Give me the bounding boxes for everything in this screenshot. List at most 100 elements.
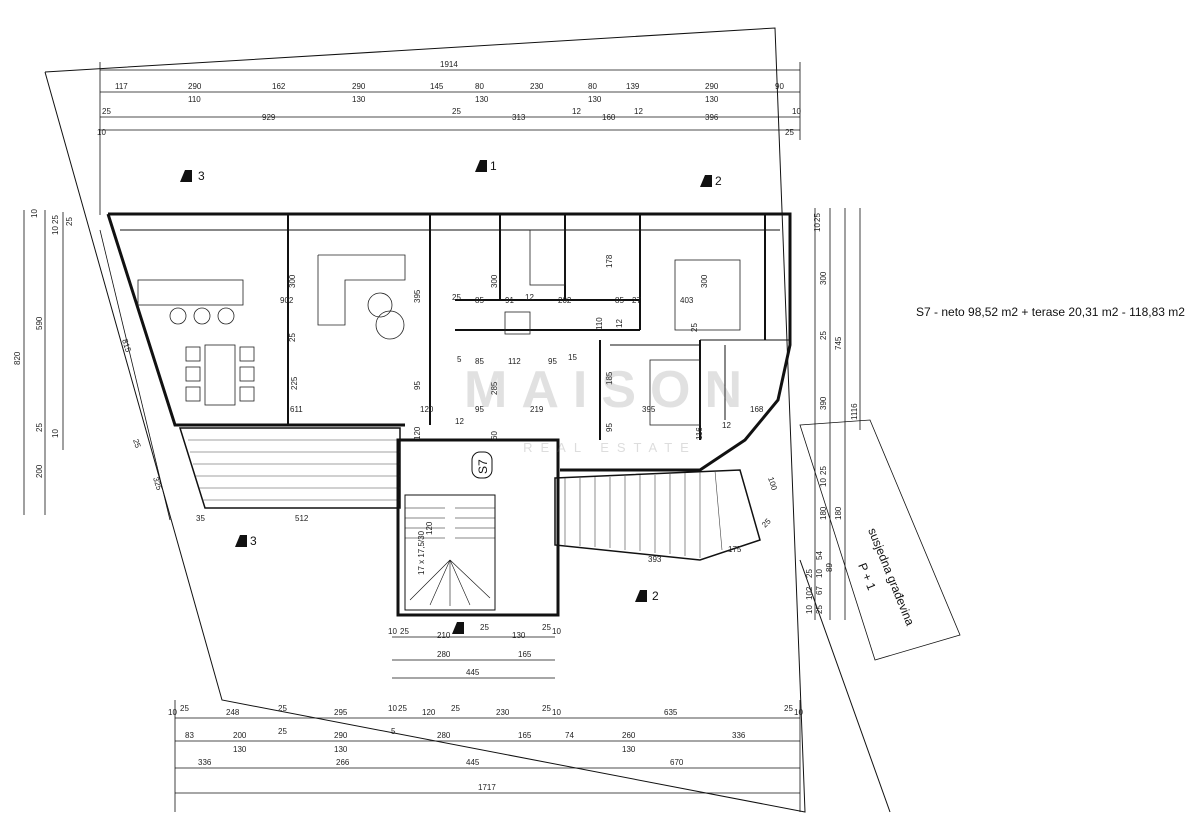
dim-label: 260 [622,731,636,740]
dim-label: 175 [728,545,742,554]
dim-label: 5 [457,355,462,364]
dim-label: 219 [530,405,544,414]
dim-label: 290 [352,82,366,91]
dim-label: 117 [115,82,128,91]
dim-label: 130 [233,745,247,754]
watermark-brand: MAISON [464,361,756,419]
dim-label: 145 [430,82,444,91]
dim-label: 165 [518,731,532,740]
dim-label: 80 [588,82,597,91]
dim-label: 202 [558,296,572,305]
dim-label: 80 [475,82,484,91]
dim-label: 10 [51,429,60,438]
dim-label: 10 [388,627,397,636]
neighbor-building-floors: P + 1 [855,561,879,593]
dim-label: 25 [815,605,824,614]
dim-label: 130 [705,95,719,104]
dim-label: 395 [413,289,422,303]
dim-label: 85 [475,357,484,366]
dim-label: 290 [705,82,719,91]
dim-top-overall: 1914 [440,60,458,69]
bottom-dimension-lines [174,636,801,812]
dim-label: 100 [766,476,779,492]
dim-label: 902 [280,296,294,305]
dim-label: 10 [805,605,814,614]
dim-label: 25 [784,704,793,713]
watermark-subtitle: REAL ESTATE [523,440,697,455]
dim-label: 390 [819,396,828,410]
dim-label: 300 [819,271,828,285]
dim-label: 25 [278,704,287,713]
dim-label: 25 [278,727,287,736]
dim-label: 396 [705,113,719,122]
dim-label: 200 [233,731,247,740]
dim-label: 336 [732,731,746,740]
unit-tag: S7 [476,459,490,474]
section-mark-3-bottom: 3 [250,534,257,548]
dim-label: 25 [65,217,74,226]
dim-label: 160 [602,113,616,122]
dim-label: 280 [437,650,451,659]
dim-label: 403 [680,296,694,305]
dim-label: 178 [605,254,614,268]
dim-label: 85 [475,296,484,305]
section-mark-2-bottom: 2 [652,589,659,603]
dim-label: 83 [185,731,194,740]
dim-label: 10 [97,128,106,137]
unit-tag-frame [471,451,493,479]
dim-label: 130 [588,95,602,104]
dim-label: 130 [334,745,348,754]
dim-label: 25 [35,423,44,432]
dim-label: 110 [595,317,604,330]
dim-label: 25 [131,438,142,450]
dim-label: 130 [475,95,489,104]
dim-label: 25 [542,623,551,632]
dim-label: 165 [518,650,532,659]
dim-label: 295 [334,708,348,717]
dim-label: 635 [664,708,678,717]
dim-label: 745 [834,336,843,350]
dim-label: 290 [334,731,348,740]
dim-label: 10 [794,708,803,717]
dim-label: 90 [775,82,784,91]
dim-label: 336 [198,758,212,767]
dim-label: 300 [490,274,499,288]
dim-label: 120 [425,521,434,535]
dim-label: 512 [295,514,309,523]
dim-label: 25 [452,293,461,302]
dim-label: 395 [642,405,656,414]
dim-label: 280 [437,731,451,740]
dim-label: 25 [813,213,822,222]
dim-label: 180 [819,506,828,520]
dim-label: 10 [552,708,561,717]
dim-label: 230 [496,708,510,717]
dim-label: 12 [572,107,581,116]
dim-label: 300 [288,274,297,288]
neighbor-building [799,419,961,661]
dim-label: 230 [530,82,544,91]
section-mark-2-top: 2 [715,174,722,188]
dim-label: 12 [634,107,643,116]
dim-label: 35 [196,514,205,523]
dim-label: 95 [605,423,614,432]
dim-label: 60 [490,431,499,440]
dim-label: 313 [512,113,526,122]
dim-label: 820 [13,351,22,365]
top-dimension-lines [99,62,801,215]
dim-label: 325 [151,476,164,492]
dim-label: 300 [700,274,709,288]
dim-label: 91 [505,296,514,305]
dim-label: 95 [475,405,484,414]
dim-label: 95 [413,381,422,390]
section-markers [180,160,712,634]
terrace-west [178,427,401,509]
dim-label: 10 [792,107,801,116]
dim-label: 95 [548,357,557,366]
dim-label: 290 [188,82,202,91]
dim-label: 25 [400,627,409,636]
side-dimension-lines [23,208,861,620]
dim-label: 10 [388,704,397,713]
section-mark-1: 1 [490,159,497,173]
dim-label: 12 [615,319,624,328]
dim-label: 25 [451,704,460,713]
